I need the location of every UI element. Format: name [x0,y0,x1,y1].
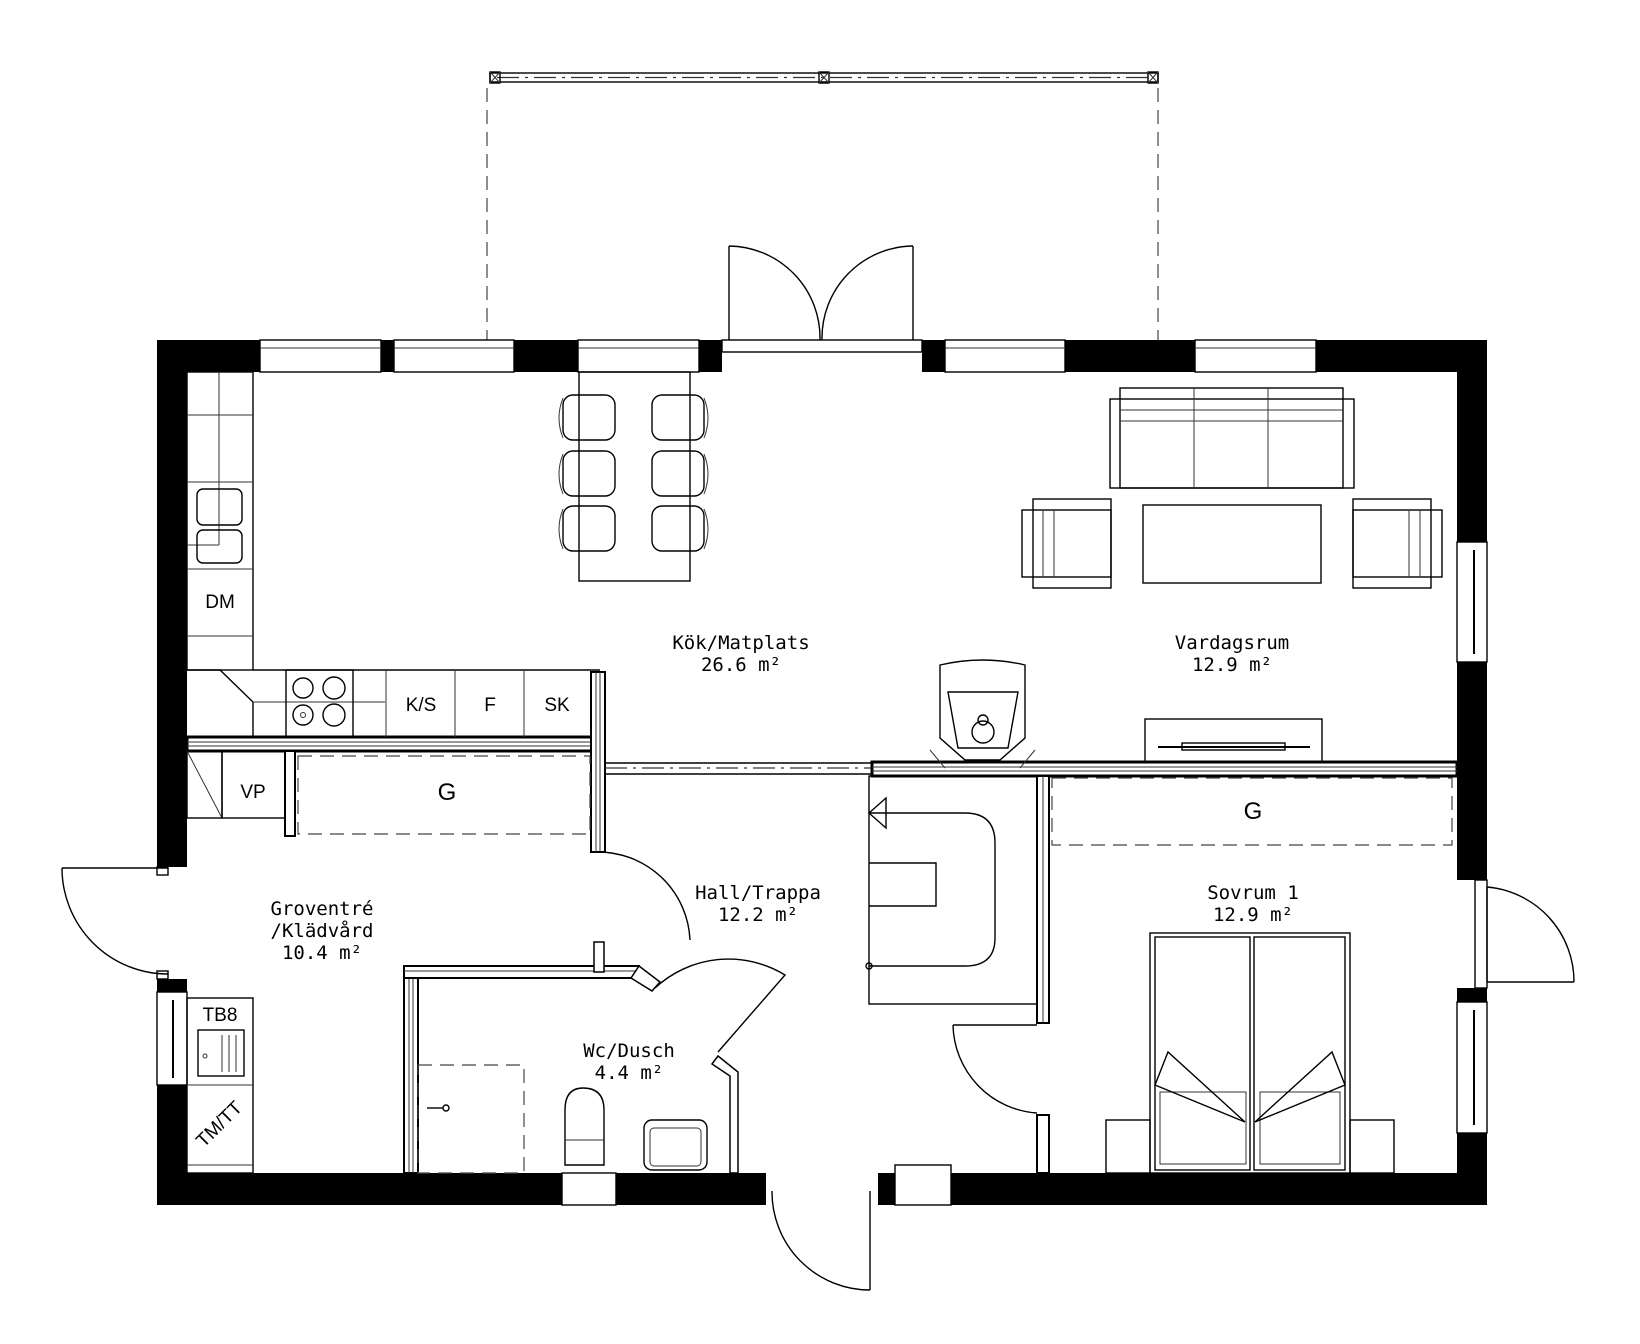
pergola-beam [486,71,1159,340]
room-area: 4.4 m² [594,1062,664,1084]
stairs [865,775,1038,1005]
room-wc: Wc/Dusch 4.4 m² [583,1040,675,1084]
bedroom-exterior-door[interactable] [1474,879,1575,989]
terrace-double-door[interactable] [721,245,923,353]
room-name-2: /Klädvård [270,920,374,942]
kitchen-counters [186,371,600,819]
room-area: 12.9 m² [1191,654,1273,676]
room-name: Wc/Dusch [583,1040,675,1062]
dishwasher-label: DM [205,592,235,613]
bathroom-fixtures [417,1064,708,1174]
washer-sink-label: TB8 [202,1005,238,1026]
double-bed [1105,932,1395,1174]
cabinet-label: SK [544,695,570,716]
room-sovrum1: Sovrum 1 12.9 m² [1207,882,1299,926]
freezer-label: F [484,695,496,716]
laundry-units [186,997,254,1174]
room-name: Sovrum 1 [1207,882,1299,904]
sofa-group [1021,387,1443,763]
interior-doors[interactable] [596,851,1038,1114]
room-name: Groventré [270,898,374,920]
fridge-freezer-label: K/S [405,695,437,716]
room-vardagsrum: Vardagsrum 12.9 m² [1175,632,1289,676]
room-area: 10.4 m² [281,942,363,964]
wardrobe-bedroom-label: G [1243,798,1263,825]
wardrobe-entry-label: G [437,779,457,806]
exterior-walls [157,340,1487,1205]
heat-pump-label: VP [240,782,266,803]
wardrobes [297,755,1453,846]
room-name: Vardagsrum [1174,632,1290,654]
fireplace [929,659,1036,769]
room-kok: Kök/Matplats 26.6 m² [672,632,809,676]
room-area: 26.6 m² [700,654,782,676]
room-name: Hall/Trappa [695,882,821,904]
room-name: Kök/Matplats [672,632,810,654]
front-door[interactable] [771,1190,871,1291]
side-entry-door[interactable] [61,866,169,980]
room-area: 12.2 m² [717,904,799,926]
room-area: 12.9 m² [1212,904,1294,926]
dining-table [558,371,709,582]
room-groventre: Groventré /Klädvård 10.4 m² [271,898,374,964]
room-hall: Hall/Trappa 12.2 m² [695,882,821,926]
